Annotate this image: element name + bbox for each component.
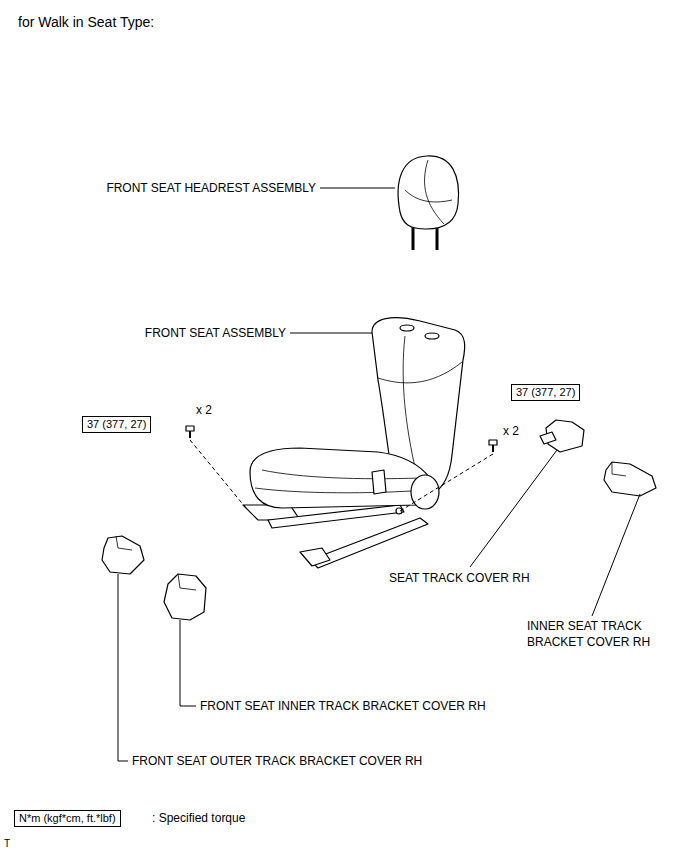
- torque-value: N*m (kgf*cm, ft.*lbf): [19, 812, 116, 824]
- part-name: FRONT SEAT OUTER TRACK BRACKET COVER RH: [132, 754, 422, 768]
- legend-unit-box: N*m (kgf*cm, ft.*lbf): [14, 810, 121, 827]
- part-name-box: SEAT TRACK COVER RH: [389, 570, 530, 586]
- part-name-box: INNER SEAT TRACK BRACKET COVER RH: [527, 618, 669, 650]
- legend-text-box: : Specified torque: [152, 810, 245, 826]
- legend-text: : Specified torque: [152, 811, 245, 825]
- diagram-title: for Walk in Seat Type:: [18, 13, 154, 31]
- torque-box: 37 (377, 27): [511, 384, 580, 401]
- part-name-box: FRONT SEAT OUTER TRACK BRACKET COVER RH: [132, 753, 422, 769]
- quantity-note: x 2: [196, 403, 212, 417]
- quantity-note-box: x 2: [503, 423, 519, 439]
- torque-box: 37 (377, 27): [82, 416, 151, 433]
- part-name: SEAT TRACK COVER RH: [389, 571, 530, 585]
- torque-value: 37 (377, 27): [87, 418, 146, 430]
- torque-value: 37 (377, 27): [516, 386, 575, 398]
- part-name-box: FRONT SEAT ASSEMBLY: [145, 325, 286, 341]
- part-name-box: FRONT SEAT INNER TRACK BRACKET COVER RH: [200, 698, 486, 714]
- quantity-note: x 2: [503, 424, 519, 438]
- figure-mark-box: T: [4, 836, 10, 852]
- part-name: FRONT SEAT ASSEMBLY: [145, 326, 286, 340]
- part-name: FRONT SEAT INNER TRACK BRACKET COVER RH: [200, 699, 486, 713]
- quantity-note-box: x 2: [196, 402, 212, 418]
- part-name: INNER SEAT TRACK BRACKET COVER RH: [527, 619, 650, 649]
- part-name-box: FRONT SEAT HEADREST ASSEMBLY: [106, 180, 316, 196]
- figure-mark: T: [4, 838, 10, 849]
- part-name: FRONT SEAT HEADREST ASSEMBLY: [106, 181, 316, 195]
- title-text: for Walk in Seat Type:: [18, 14, 154, 30]
